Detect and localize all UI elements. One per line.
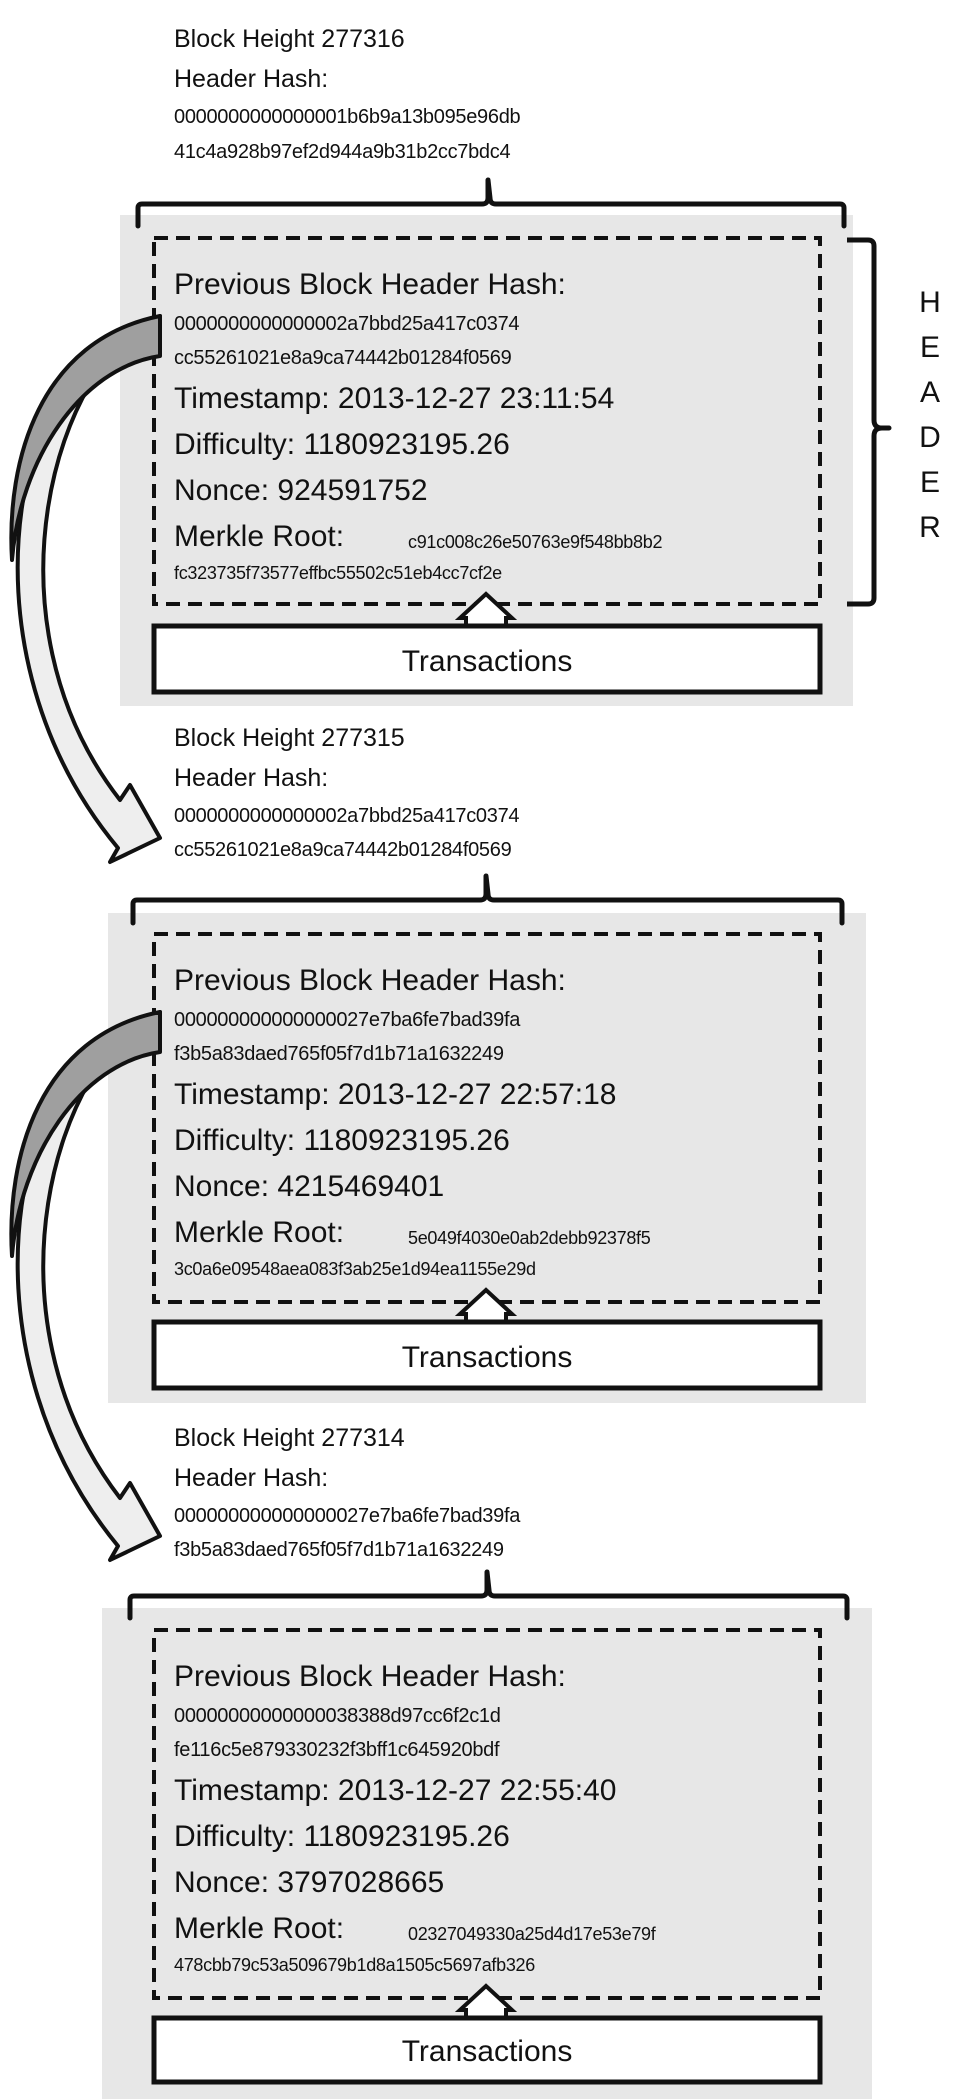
block-2-height: Block Height 277315 [174, 724, 405, 752]
block-1-timestamp: Timestamp: 2013-12-27 23:11:54 [174, 382, 615, 415]
block-2-merkle-line-1: 5e049f4030e0ab2debb92378f5 [408, 1228, 651, 1248]
block-1-top-bracket [135, 177, 847, 229]
block-2-prev-hash-line-2: f3b5a83daed765f05f7d1b71a1632249 [174, 1043, 504, 1065]
header-label-a: A [919, 376, 940, 409]
block-3-nonce: Nonce: 3797028665 [174, 1866, 445, 1899]
block-3-transactions-box [151, 2015, 823, 2085]
block-1-prev-hash-line-1: 0000000000000002a7bbd25a417c0374 [174, 313, 520, 335]
block-1-transactions-box [151, 623, 823, 695]
block-1-merkle-line-1: c91c008c26e50763e9f548bb8b2 [408, 532, 663, 552]
block-3-prev-hash-label: Previous Block Header Hash: [174, 1660, 566, 1693]
block-2-difficulty: Difficulty: 1180923195.26 [174, 1124, 510, 1157]
block-1-prev-hash-line-2: cc55261021e8a9ca74442b01284f0569 [174, 347, 512, 369]
block-1-header-hash-label: Header Hash: [174, 65, 329, 93]
header-label-d: D [919, 421, 941, 454]
block-3-height: Block Height 277314 [174, 1424, 405, 1452]
block-3-header-hash-line-1: 000000000000000027e7ba6fe7bad39fa [174, 1505, 521, 1527]
block-2-prev-hash-line-1: 000000000000000027e7ba6fe7bad39fa [174, 1009, 521, 1031]
block-2-transactions-box [151, 1319, 823, 1391]
block-3-merkle-label: Merkle Root: [174, 1912, 345, 1945]
block-1-nonce: Nonce: 924591752 [174, 474, 428, 507]
block-1-transactions-label: Transactions [401, 645, 573, 678]
block-1-difficulty: Difficulty: 1180923195.26 [174, 428, 510, 461]
link-arrow-1-shadow [9, 314, 162, 562]
block-1-header-hash-line-1: 0000000000000001b6b9a13b095e96db [174, 106, 521, 128]
block-2-nonce: Nonce: 4215469401 [174, 1170, 445, 1203]
block-2-merkle-label: Merkle Root: [174, 1216, 345, 1249]
block-3-merkle-line-2: 478cbb79c53a509679b1d8a1505c5697afb326 [174, 1955, 535, 1975]
block-3-prev-hash-line-2: fe116c5e879330232f3bff1c645920bdf [174, 1739, 500, 1761]
block-1-height: Block Height 277316 [174, 25, 405, 53]
block-3-timestamp: Timestamp: 2013-12-27 22:55:40 [174, 1774, 617, 1807]
header-bracket [847, 237, 892, 607]
block-1-merkle-label: Merkle Root: [174, 520, 345, 553]
block-3-top-bracket [127, 1569, 850, 1621]
block-1-prev-hash-label: Previous Block Header Hash: [174, 268, 566, 301]
block-2-top-bracket [130, 873, 845, 926]
block-3-difficulty: Difficulty: 1180923195.26 [174, 1820, 510, 1853]
link-arrow-2-shadow [9, 1010, 162, 1258]
header-label-e1: E [919, 331, 940, 364]
block-3-transactions-label: Transactions [401, 2035, 573, 2068]
block-1-merkle-line-2: fc323735f73577effbc55502c51eb4cc7cf2e [174, 563, 502, 583]
block-3-prev-hash-line-1: 00000000000000038388d97cc6f2c1d [174, 1705, 501, 1727]
block-2-header-hash-line-1: 0000000000000002a7bbd25a417c0374 [174, 805, 520, 827]
block-2-prev-hash-label: Previous Block Header Hash: [174, 964, 566, 997]
block-2-transactions-label: Transactions [401, 1341, 573, 1374]
header-label-r: R [919, 511, 941, 544]
header-label-e2: E [919, 466, 940, 499]
block-3-header-hash-label: Header Hash: [174, 1464, 329, 1492]
block-2-merkle-line-2: 3c0a6e09548aea083f3ab25e1d94ea1155e29d [174, 1259, 536, 1279]
block-3-merkle-line-1: 02327049330a25d4d17e53e79f [408, 1924, 656, 1944]
block-2-header-hash-label: Header Hash: [174, 764, 329, 792]
header-label-h: H [919, 286, 941, 319]
block-3-header-hash-line-2: f3b5a83daed765f05f7d1b71a1632249 [174, 1539, 504, 1561]
block-2-timestamp: Timestamp: 2013-12-27 22:57:18 [174, 1078, 617, 1111]
block-2-header-hash-line-2: cc55261021e8a9ca74442b01284f0569 [174, 839, 512, 861]
block-1-header-hash-line-2: 41c4a928b97ef2d944a9b31b2cc7bdc4 [174, 141, 511, 163]
